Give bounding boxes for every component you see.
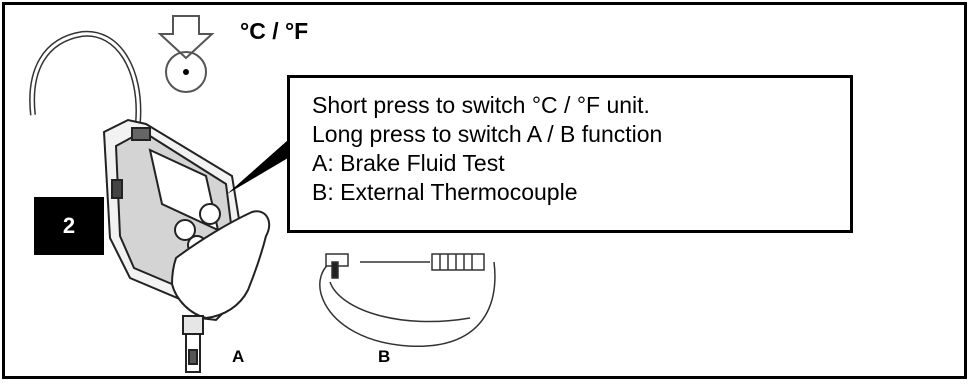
brake-fluid-probe [182,315,204,373]
device-cable [29,30,142,123]
part-label-a: A [232,347,245,366]
callout-pointer [227,140,288,194]
hand-outline [170,210,271,320]
press-arrow-icon [157,15,215,60]
thermocouple-cable [319,253,496,347]
instruction-line-unit: Short press to switch °C / °F unit. [312,92,650,118]
unit-heading: °C / °F [240,18,309,44]
instruction-line-function: Long press to switch A / B function [312,121,663,147]
button-circle-icon [165,51,207,93]
figure-frame [2,2,967,379]
instruction-line-a: A: Brake Fluid Test [312,150,505,176]
part-label-b: B [378,347,391,366]
step-number-badge: 2 [34,197,104,255]
instruction-box: Short press to switch °C / °F unit. Long… [287,75,853,233]
instruction-line-b: B: External Thermocouple [312,179,578,205]
